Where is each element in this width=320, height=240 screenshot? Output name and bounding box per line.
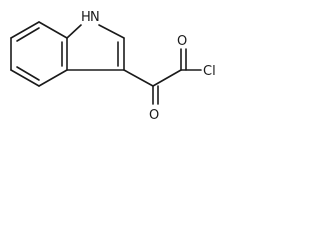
bond-benzene-5	[38, 69, 68, 87]
structure-canvas: H N O O Cl	[0, 0, 258, 148]
double-bond-benzene-b	[16, 66, 40, 81]
lower-oxygen-label: O	[149, 108, 159, 123]
benzene-ring	[10, 21, 68, 87]
upper-oxygen-label: O	[177, 34, 187, 49]
bond-benzene-2	[10, 21, 40, 39]
chlorine-label: Cl	[203, 64, 216, 79]
pyrrole-ring	[66, 24, 125, 71]
bond-n-c2	[98, 24, 125, 39]
nitrogen-label: N	[90, 10, 100, 25]
molecule-diagram: H N O O Cl	[10, 10, 216, 123]
bond-carbonyl-acylchloride	[152, 69, 182, 87]
nitrogen-hydrogen-label-h: H	[81, 10, 91, 25]
oxalyl-chloride-chain	[123, 48, 202, 105]
bond-c3-carbonyl	[123, 69, 154, 87]
bond-benzene-1	[38, 21, 68, 39]
bond-c7a-n	[66, 24, 82, 39]
bond-benzene-4	[10, 69, 40, 87]
double-bond-benzene-a	[16, 27, 40, 42]
